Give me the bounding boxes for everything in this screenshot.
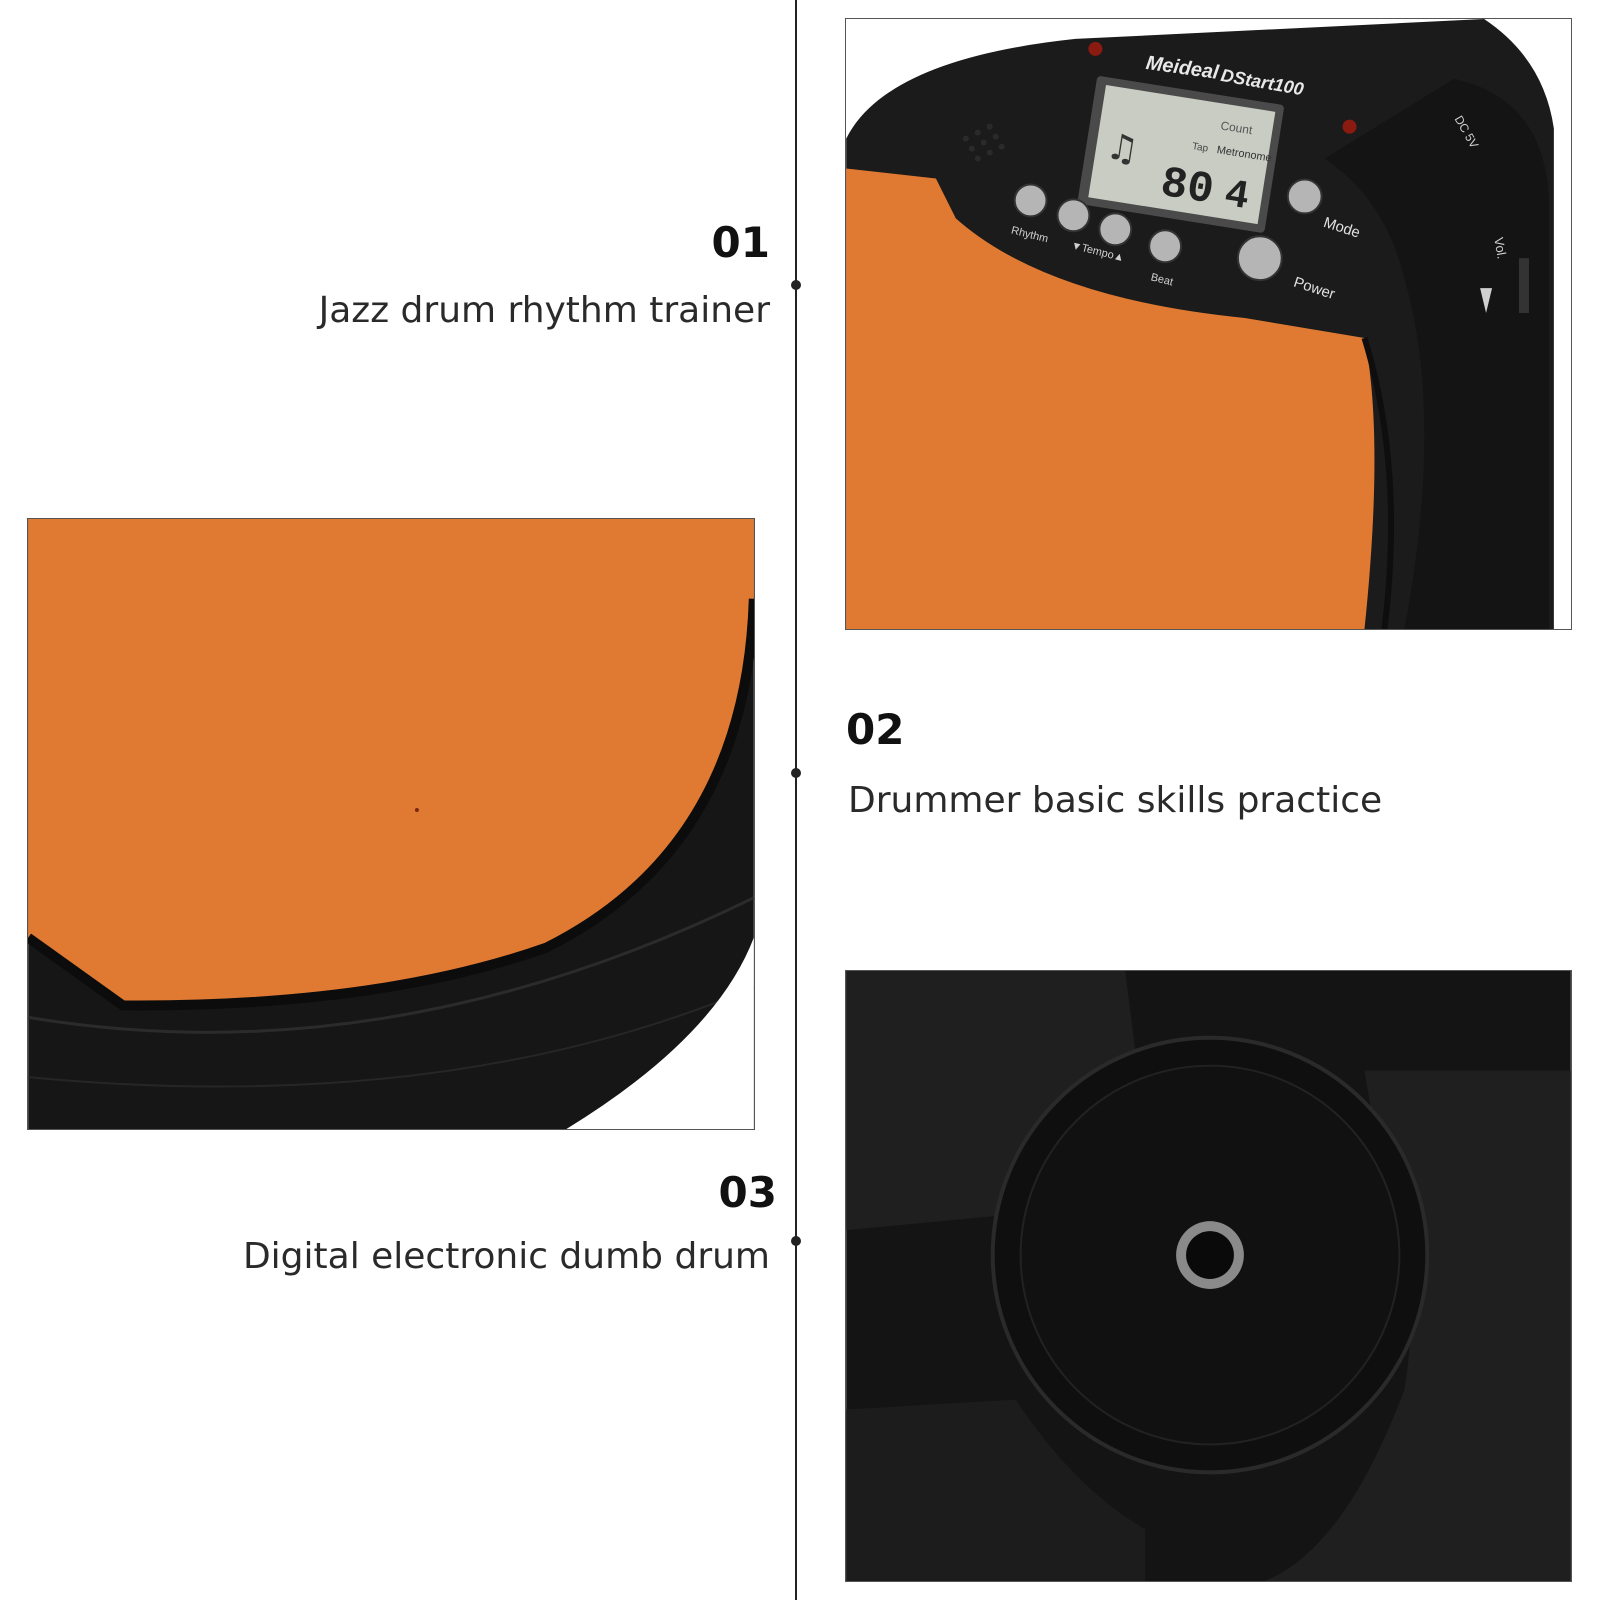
label-beat: Beat (1149, 271, 1174, 288)
feature-caption-01: Jazz drum rhythm trainer (318, 290, 770, 331)
lcd-tap: Tap (1191, 141, 1209, 154)
lcd-count: Count (1220, 118, 1254, 137)
pad-edge-illustration (28, 519, 754, 1129)
timeline-dot-3 (791, 1236, 801, 1246)
lcd-tempo: 80 (1157, 159, 1217, 217)
label-vol: Vol. (1491, 236, 1510, 260)
timeline-dot-2 (791, 768, 801, 778)
lcd-screen: Count Tap Metronome 80 4 ♫ (1077, 76, 1284, 233)
feature-number-01: 01 (711, 218, 770, 267)
pad-edge-photo (27, 518, 755, 1130)
device-top-photo: Meideal DStart100 Count Tap Metronome 80… (845, 18, 1572, 630)
feature-caption-03: Digital electronic dumb drum (242, 1236, 770, 1277)
pad-bottom-illustration (846, 971, 1571, 1581)
feature-caption-02: Drummer basic skills practice (848, 780, 1383, 821)
feature-number-03: 03 (718, 1168, 777, 1217)
feature-number-02: 02 (846, 705, 905, 754)
timeline-line (795, 0, 797, 1600)
timeline-dot-1 (791, 280, 801, 290)
device-top-illustration: Meideal DStart100 Count Tap Metronome 80… (846, 19, 1571, 629)
svg-text:♫: ♫ (1103, 126, 1141, 172)
pad-bottom-photo (845, 970, 1572, 1582)
